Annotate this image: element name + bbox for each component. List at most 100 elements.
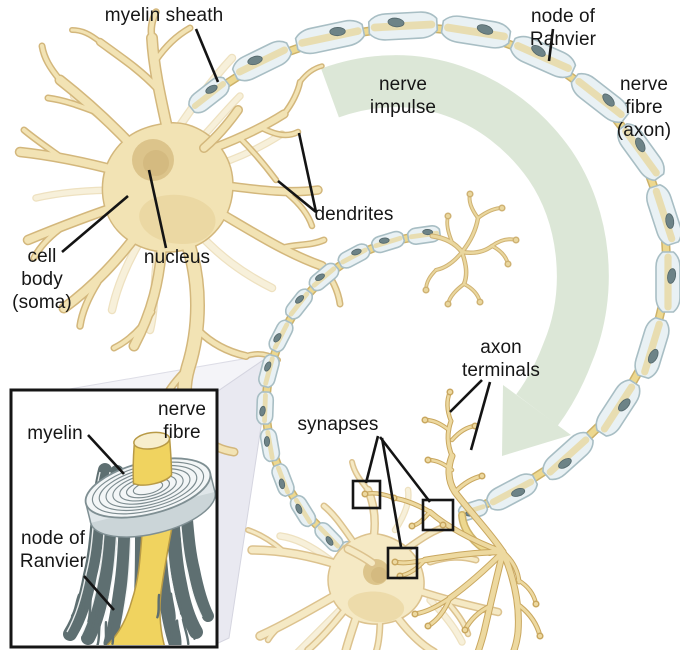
myelin-segment — [509, 35, 577, 79]
schwann-cell-nucleus — [329, 27, 346, 37]
terminal-bouton — [461, 626, 469, 634]
myelin-segment — [294, 19, 366, 55]
terminal-bouton — [421, 416, 429, 424]
terminal-bouton — [498, 204, 506, 212]
terminal-bouton — [476, 298, 484, 306]
schwann-cell-nucleus — [247, 55, 263, 66]
myelin-segment — [645, 183, 680, 247]
schwann-cell-nucleus — [558, 458, 572, 469]
myelin-segment — [258, 353, 280, 389]
myelin-sheath-pointer — [194, 28, 220, 83]
schwann-cell-nucleus — [422, 229, 433, 236]
main-axon-nerve-fibre — [188, 11, 680, 556]
schwann-cell-nucleus — [635, 137, 646, 153]
synapse-marker — [386, 546, 419, 580]
label-synapses: synapses — [297, 414, 379, 435]
myelin-segment — [485, 473, 539, 511]
myelin-roll — [84, 431, 216, 538]
label-node-of-ranvier: node of Ranvier — [529, 6, 597, 50]
schwann-cell-nucleus — [295, 503, 303, 514]
inset-border — [9, 388, 219, 649]
schwann-cell-nucleus — [511, 488, 526, 497]
myelin-segment — [542, 431, 594, 481]
terminal-bouton — [422, 286, 430, 294]
terminal-bouton — [411, 610, 419, 618]
terminal-bouton — [536, 632, 544, 640]
fringe-claw — [169, 617, 196, 645]
terminal-bouton — [408, 522, 416, 530]
myelin-segment — [634, 316, 670, 380]
myelin-segment — [337, 243, 371, 269]
fringe-claw — [87, 620, 115, 645]
myelin-segment — [314, 521, 344, 553]
myelin-segment — [271, 462, 295, 498]
myelin-segment — [231, 40, 293, 82]
node-of-ranvier-pointer — [547, 28, 555, 62]
myelin-segment — [655, 251, 680, 313]
schwann-cell-nucleus — [647, 348, 659, 364]
axon-terminals-tree — [361, 388, 544, 650]
label-axon-terminals: axon terminals — [462, 337, 540, 381]
schwann-cell-nucleus — [205, 84, 218, 94]
terminal-bouton — [391, 558, 399, 566]
terminal-bouton — [532, 600, 540, 608]
schwann-cell-nucleus — [531, 44, 546, 57]
terminal-bouton — [424, 456, 432, 464]
myelin-segment — [188, 76, 230, 114]
terminal-bouton — [478, 472, 486, 480]
label-nerve-fibre-axon: nerve fibre (axon) — [616, 74, 672, 141]
myelin-segment — [255, 391, 275, 425]
fringe-claw — [70, 593, 99, 623]
schwann-cell-nucleus — [618, 398, 631, 412]
terminal-bouton — [446, 388, 454, 396]
second-axon-nerve-fibre — [255, 225, 442, 562]
myelin-segment — [440, 15, 512, 49]
fringe-claw — [156, 591, 183, 620]
label-dendrites: dendrites — [314, 204, 394, 225]
label-cell-body: cell body (soma) — [12, 246, 72, 313]
magnifier-wedge — [57, 352, 273, 647]
label-nucleus: nucleus — [143, 247, 211, 268]
myelin-segment — [289, 494, 317, 528]
label-nerve-impulse: nerve impulse — [369, 74, 437, 118]
axon-collateral-tuft — [422, 190, 520, 308]
myelin-segment — [308, 262, 340, 292]
nucleus-pointer — [147, 169, 168, 249]
schwann-cell-nucleus — [387, 17, 405, 28]
myelin-segment — [406, 225, 442, 245]
synapses-pointer — [364, 435, 380, 484]
dendrites-pointer — [277, 179, 317, 214]
myelin-segment — [570, 72, 630, 124]
schwann-cell-nucleus — [602, 93, 615, 107]
cell-body-pointer — [61, 195, 129, 253]
schwann-cell-nucleus — [315, 273, 325, 281]
inset-myelin-pointer — [87, 434, 125, 475]
label-inset-node-of-ranvier: node of Ranvier — [19, 528, 87, 572]
schwann-cell-nucleus — [263, 436, 270, 447]
inset-node-pointer — [83, 575, 115, 611]
terminal-bouton — [439, 521, 447, 529]
inset-content — [63, 431, 216, 645]
synapse-marker — [421, 498, 455, 532]
myelin-segment — [284, 288, 314, 320]
terminal-bouton — [466, 190, 474, 198]
schwann-cell-nucleus — [378, 237, 390, 244]
dendrites-pointer — [297, 132, 318, 213]
label-myelin-sheath: myelin sheath — [104, 5, 224, 26]
myelin-segment — [367, 11, 439, 41]
inset-box — [9, 388, 219, 649]
pointer-lines — [61, 28, 555, 611]
label-inset-nerve-fibre: nerve fibre — [157, 399, 207, 443]
label-inset-myelin: myelin — [27, 423, 83, 444]
synapses-pointer — [380, 437, 403, 548]
myelin-segment — [595, 379, 641, 437]
terminal-bouton — [424, 622, 432, 630]
schwann-cell-nucleus — [325, 536, 334, 546]
neuron-cell-body — [14, 8, 344, 457]
schwann-cell-nucleus — [476, 24, 494, 35]
schwann-cell-nucleus — [665, 213, 675, 229]
synapses-pointer — [378, 436, 432, 503]
myelin-segment — [259, 427, 281, 463]
